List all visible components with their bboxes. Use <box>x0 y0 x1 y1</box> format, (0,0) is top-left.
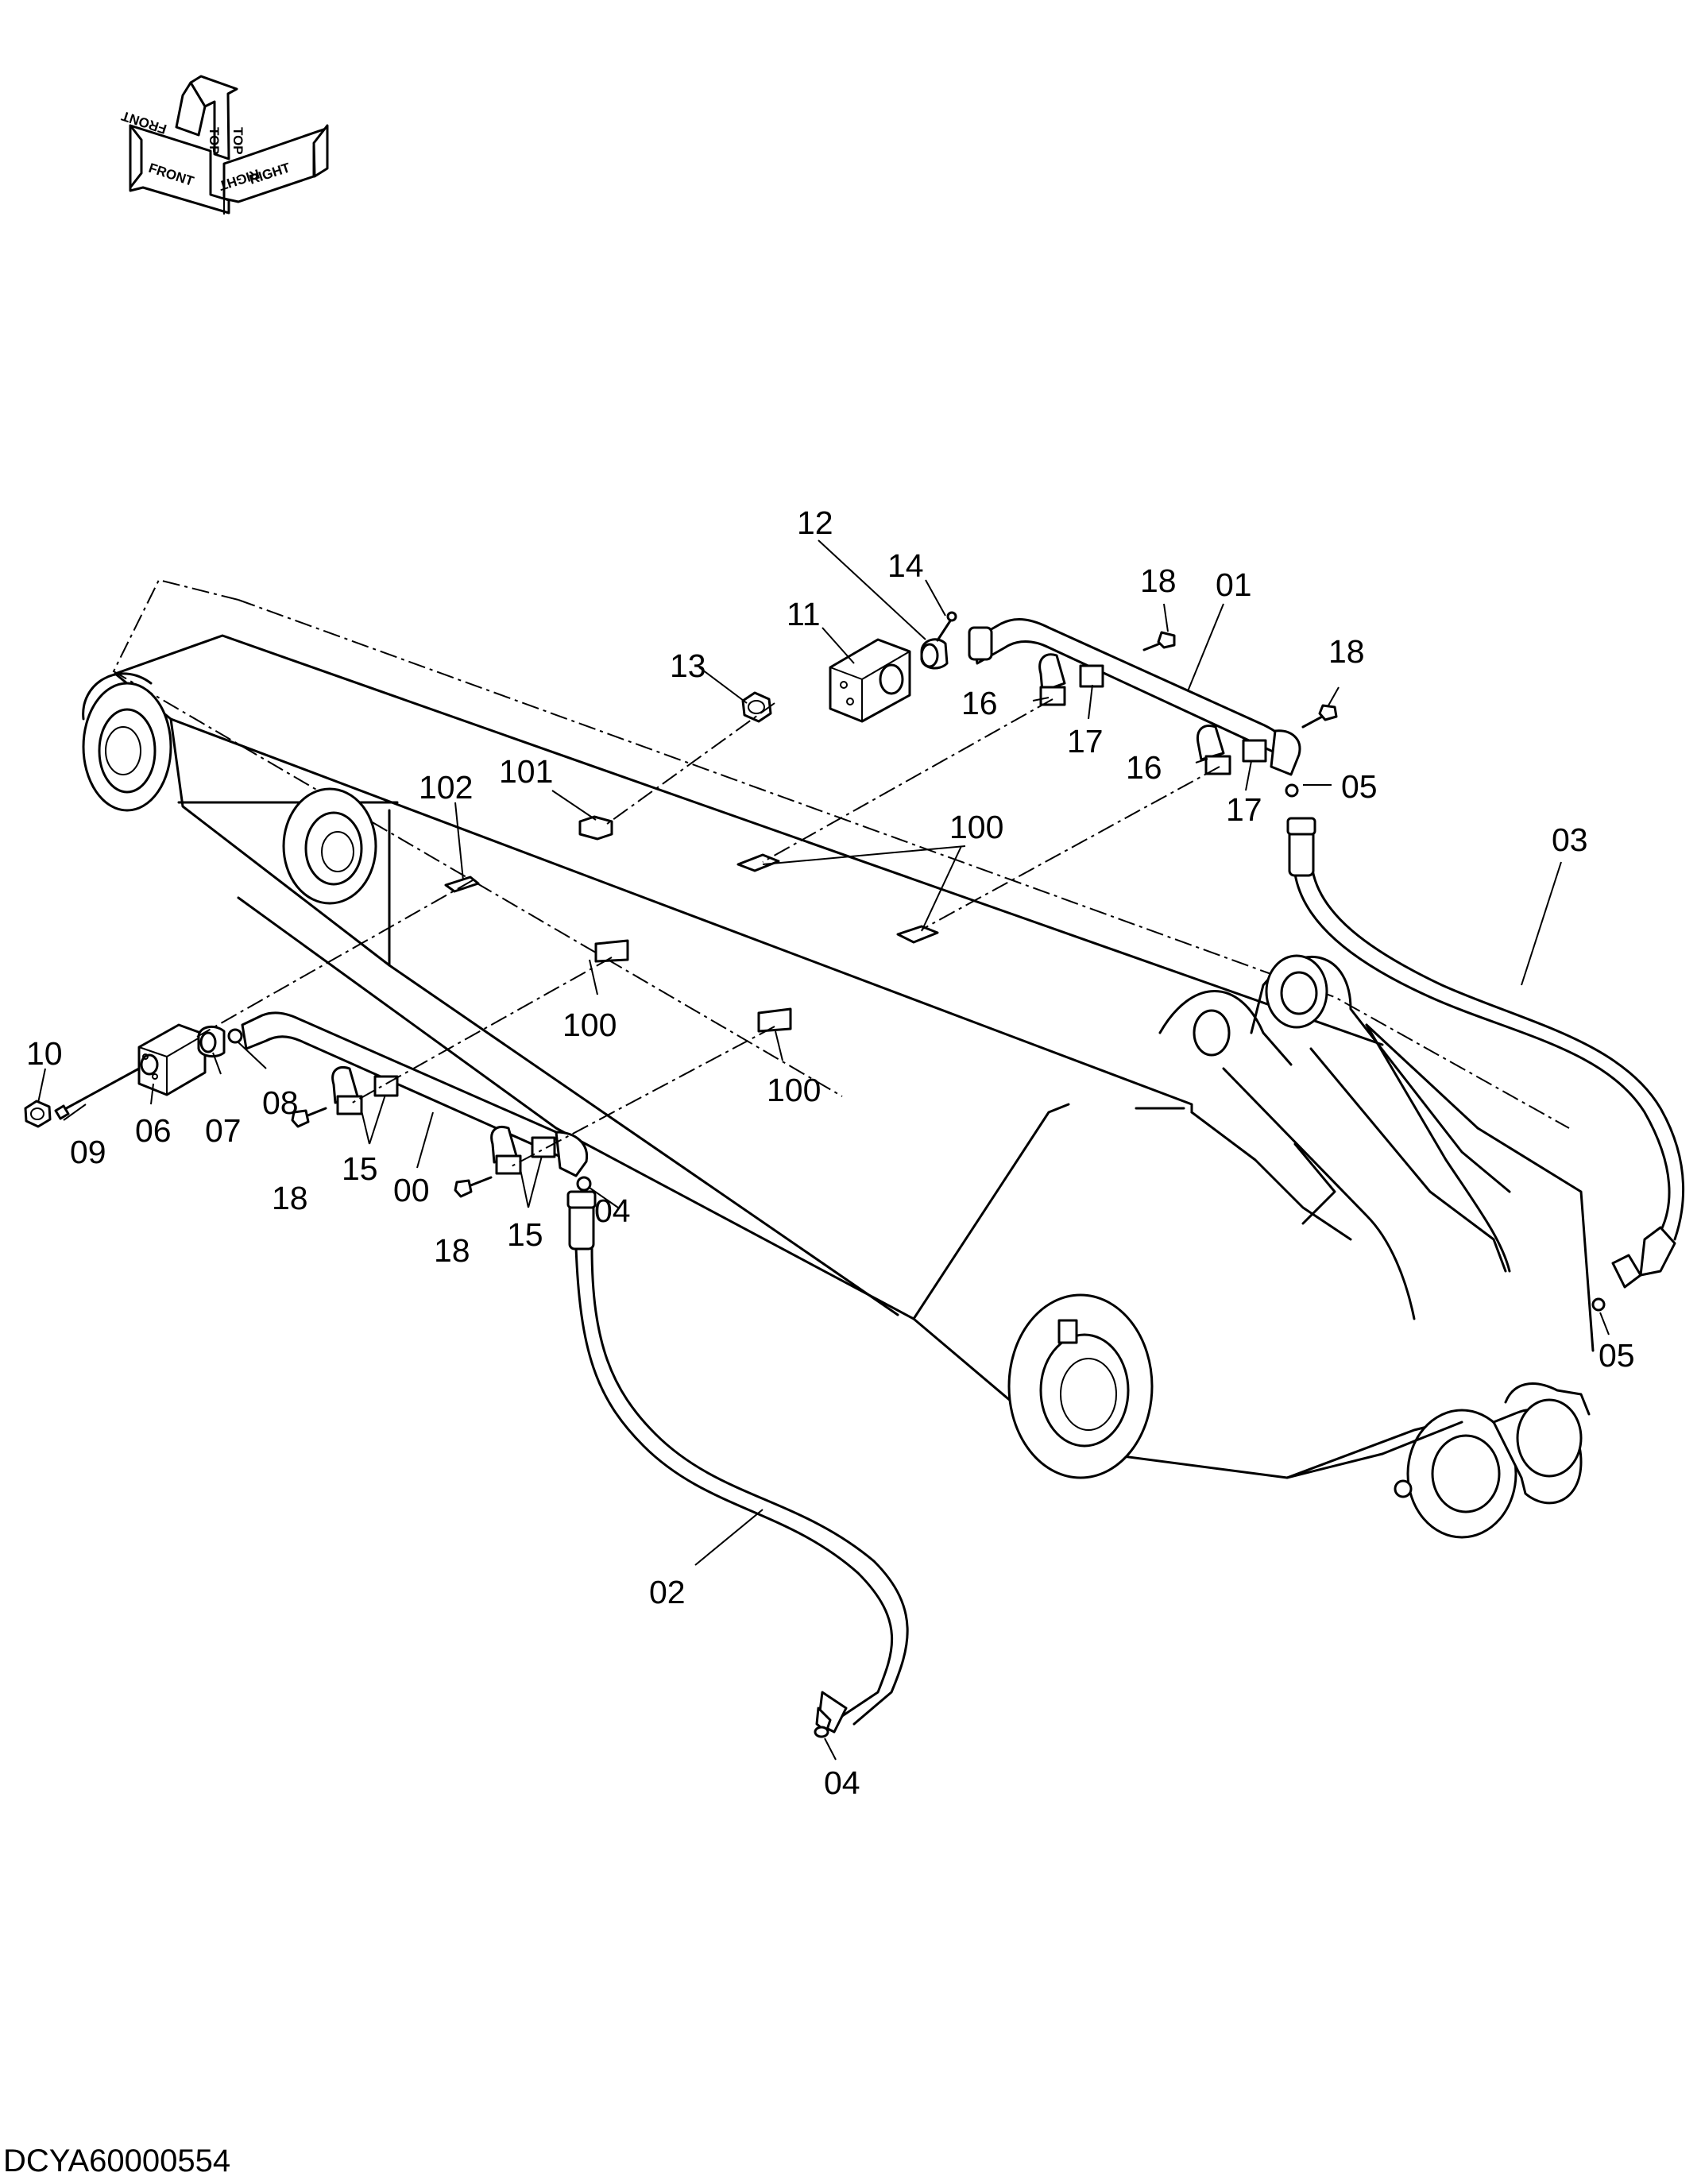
phantom-lines <box>196 698 1220 1169</box>
pipe-00 <box>241 1011 589 1198</box>
callout-102: 102 <box>419 769 473 806</box>
callout-09: 09 <box>70 1134 106 1170</box>
callout-04-b: 04 <box>824 1765 860 1801</box>
callout-15-a: 15 <box>342 1150 378 1187</box>
valve-block-11 <box>741 611 957 723</box>
hose-02 <box>566 1176 909 1738</box>
callout-01: 01 <box>1216 566 1252 603</box>
callout-14: 14 <box>887 547 924 584</box>
boom-structure <box>82 578 1595 1539</box>
callout-04-a: 04 <box>594 1193 631 1229</box>
callout-00: 00 <box>393 1172 430 1208</box>
plate-101 <box>578 815 613 841</box>
callout-15-b: 15 <box>507 1216 543 1253</box>
callout-18-a: 18 <box>1140 562 1177 599</box>
callout-18-c: 18 <box>272 1180 308 1216</box>
callout-18-b: 18 <box>1328 633 1365 670</box>
callout-17-a: 17 <box>1067 723 1104 760</box>
callout-13: 13 <box>670 647 706 684</box>
callout-02: 02 <box>649 1574 686 1610</box>
callout-16-a: 16 <box>961 685 998 721</box>
hose-03 <box>1285 783 1685 1312</box>
valve-block-06 <box>24 1023 243 1128</box>
orient-label-top: TOP <box>207 127 222 155</box>
callout-101: 101 <box>499 753 553 790</box>
callout-100-c: 100 <box>767 1072 821 1108</box>
callout-11: 11 <box>787 596 821 632</box>
callout-100-a: 100 <box>949 809 1003 845</box>
callout-18-d: 18 <box>434 1232 470 1269</box>
callout-05-a: 05 <box>1341 768 1378 805</box>
drawing-id: DCYA60000554 <box>3 2143 231 2178</box>
callouts: 12 14 11 13 18 01 18 16 17 16 17 05 03 1… <box>26 504 1635 1801</box>
callout-100-b: 100 <box>562 1007 617 1043</box>
callout-12: 12 <box>797 504 833 541</box>
orient-label-top-mirrored: TOP <box>230 127 245 155</box>
orientation-icon: FRONT FRONT TOP TOP RIGHT RIGHT <box>119 75 329 215</box>
callout-08: 08 <box>262 1084 299 1121</box>
callout-06: 06 <box>135 1112 172 1149</box>
callout-03: 03 <box>1552 821 1588 858</box>
plates <box>444 815 939 1033</box>
callout-16-b: 16 <box>1126 749 1162 786</box>
pipe-01 <box>968 618 1338 776</box>
leader-lines <box>37 539 1610 1761</box>
callout-07: 07 <box>205 1112 242 1149</box>
callout-17-b: 17 <box>1226 791 1262 828</box>
callout-10: 10 <box>26 1035 63 1072</box>
callout-05-b: 05 <box>1599 1337 1635 1374</box>
